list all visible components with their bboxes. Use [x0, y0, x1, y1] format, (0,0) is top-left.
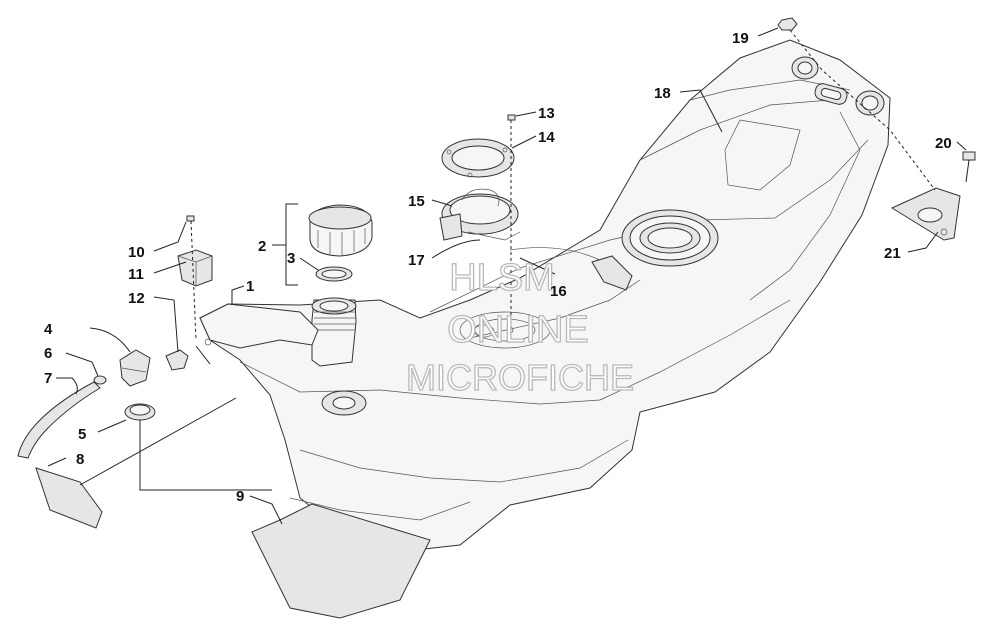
- vent-valve: [119, 349, 151, 387]
- pump-screw: [507, 114, 516, 330]
- callout-21: 21: [884, 245, 901, 262]
- hose-clip: [165, 349, 189, 371]
- mount-bracket: [890, 187, 961, 241]
- callout-20: 20: [935, 135, 952, 152]
- filler-neck: [199, 297, 357, 367]
- watermark-line-1: HLSM: [449, 257, 555, 299]
- callout-12: 12: [128, 290, 145, 307]
- callout-5: 5: [78, 426, 86, 443]
- callout-14: 14: [538, 129, 555, 146]
- callout-3: 3: [287, 250, 295, 267]
- fuel-cap: [308, 204, 373, 257]
- watermark-line-2: ONLINE: [447, 309, 588, 351]
- callout-8: 8: [76, 451, 84, 468]
- fuel-sensor: [509, 247, 633, 291]
- callout-19: 19: [732, 30, 749, 47]
- fuel-pump: [439, 188, 521, 241]
- callout-16: 16: [550, 283, 567, 300]
- leader-lines: [47, 27, 967, 525]
- grommet: [124, 403, 156, 421]
- callout-18: 18: [654, 85, 671, 102]
- bracket-bolt: [962, 151, 976, 183]
- callout-labels: 1 2 3 4 5 6 7 8 9 10 11 12 13 14 15 16 1…: [44, 30, 952, 505]
- clip-screw: [186, 215, 197, 341]
- heat-shield-large: [251, 503, 431, 619]
- clip-bracket: [177, 249, 213, 287]
- cap-gasket: [315, 266, 353, 282]
- heat-shield-small: [35, 467, 103, 529]
- callout-6: 6: [44, 345, 52, 362]
- callout-13: 13: [538, 105, 555, 122]
- callout-1: 1: [246, 278, 254, 295]
- pump-gasket: [441, 138, 515, 178]
- callout-7: 7: [44, 370, 52, 387]
- callout-10: 10: [128, 244, 145, 261]
- callout-2: 2: [258, 238, 266, 255]
- bracket-2-3: [285, 203, 298, 286]
- watermark: HLSM ONLINE MICROFICHE: [405, 256, 634, 398]
- vent-hose: [17, 381, 101, 459]
- top-bolt: [777, 17, 798, 31]
- callout-17: 17: [408, 252, 425, 269]
- watermark-line-3: MICROFICHE: [406, 357, 634, 398]
- callout-11: 11: [128, 266, 144, 283]
- callout-4: 4: [44, 321, 53, 338]
- callout-15: 15: [408, 193, 425, 210]
- bolt-19-guide: [789, 29, 936, 191]
- callout-9: 9: [236, 488, 244, 505]
- hose-clamp: [93, 375, 107, 385]
- fuel-tank: [199, 39, 891, 556]
